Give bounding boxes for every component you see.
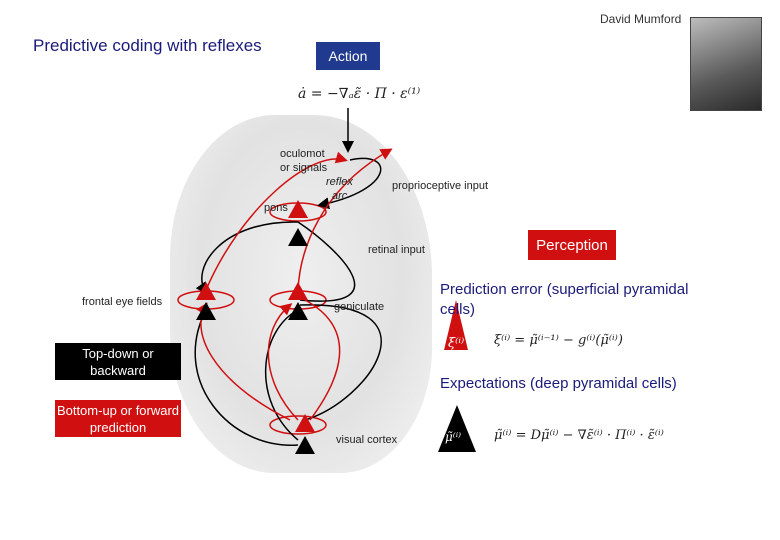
label-pons: pons [264,202,288,214]
page-title: Predictive coding with reflexes [33,36,262,55]
label-arc: arc [332,190,348,202]
topdown-link-4 [297,221,356,302]
visual-red-triangle [295,414,315,432]
label-oculomotor-2: or signals [280,162,328,174]
prediction-error-text: Prediction error (superficial pyramidal … [440,281,689,318]
expectations-text: Expectations (deep pyramidal cells) [440,375,677,392]
error-formula: ξ⁽ⁱ⁾ = μ̃⁽ⁱ⁻¹⁾ − g⁽ⁱ⁾(μ̃⁽ⁱ⁾) [494,333,623,348]
label-geniculate: geniculate [334,301,385,313]
topdown-link-2 [265,309,299,441]
frontal-black-triangle [196,302,216,320]
expect-symbol: μ̃⁽ⁱ⁾ [445,430,462,444]
error-symbol: ξ⁽ⁱ⁾ [448,336,465,351]
reflex-link [317,157,382,210]
action-formula: ȧ = −∇ₐε̃ · Π · ε⁽¹⁾ [298,86,421,102]
pons-black-triangle [288,228,308,246]
perception-box: Perception [528,230,616,260]
bottomup-link-2 [205,151,348,291]
expect-formula: μ̃⁽ⁱ⁾ = Dμ̃⁽ⁱ⁾ − ∇ε̃⁽ⁱ⁾ · Π⁽ⁱ⁾ · ε̃⁽ⁱ⁾ [494,428,664,443]
label-frontal: frontal eye fields [82,296,163,308]
topdown-legend: Top-down or backward [55,343,181,380]
bottomup-link-5 [304,299,341,421]
label-retinal: retinal input [368,244,425,256]
pons-red-triangle [288,200,308,218]
geniculate-red-triangle [288,282,308,300]
label-visual-cortex: visual cortex [336,434,398,446]
bottomup-legend: Bottom-up or forward prediction [55,400,181,437]
label-proprioceptive: proprioceptive input [392,180,489,192]
expect-triangle [438,405,476,452]
topdown-link-1 [195,221,299,295]
error-triangle [444,300,468,350]
author-name: David Mumford [600,12,682,26]
geniculate-black-triangle [288,302,308,320]
action-box: Action [316,42,380,70]
label-oculomotor: oculomot [280,148,325,160]
topdown-link-3 [194,309,299,446]
visual-black-triangle [295,436,315,454]
bottomup-link-1 [297,148,393,291]
topdown-link-5 [299,304,382,421]
label-reflex: reflex [326,176,353,188]
bottomup-link-3 [267,303,299,421]
frontal-red-triangle [196,282,216,300]
visual-ellipse [269,415,327,435]
author-photo [690,17,762,111]
